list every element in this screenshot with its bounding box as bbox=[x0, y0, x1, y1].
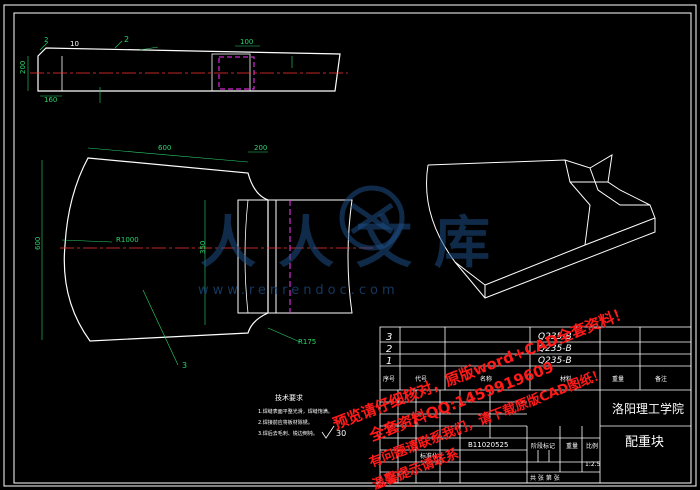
tech-req-title: 技术要求 bbox=[275, 393, 303, 402]
parts-row-2-material: Q235-B bbox=[538, 344, 572, 354]
scale-value: 1:2.5 bbox=[585, 461, 601, 468]
standardization-label: 标准化 bbox=[420, 452, 438, 460]
top-dim-100: 100 bbox=[240, 38, 253, 46]
parts-row-3-no: 1 bbox=[386, 356, 392, 367]
stage-mark-label: 阶段标记 bbox=[531, 442, 555, 450]
roughness-symbol-icon bbox=[321, 425, 335, 439]
parts-header-code: 代号 bbox=[415, 375, 427, 383]
parts-header-material: 材料 bbox=[560, 375, 572, 383]
callout-part-2: 2 bbox=[124, 35, 129, 44]
tech-req-item-2: 2.焊接前应将板材除锈。 bbox=[258, 419, 313, 426]
top-dim-width: 200 bbox=[19, 61, 27, 74]
technical-requirements: 技术要求 1.焊缝表面平整光滑，焊缝饱满。 2.焊接前应将板材除锈。 3.焊后去… bbox=[258, 393, 346, 439]
parts-header-remark: 备注 bbox=[655, 375, 667, 383]
parts-row-1-no: 3 bbox=[386, 332, 392, 343]
top-view bbox=[27, 40, 348, 103]
part-name: 配重块 bbox=[625, 434, 664, 450]
isometric-view bbox=[426, 154, 656, 299]
institution-name: 洛阳理工学院 bbox=[612, 401, 684, 416]
front-view bbox=[41, 147, 375, 366]
front-dim-radius: R1000 bbox=[116, 236, 139, 244]
weight-label: 重量 bbox=[566, 442, 578, 450]
scale-label: 比例 bbox=[586, 442, 598, 450]
outer-frame bbox=[3, 4, 697, 487]
parts-row-3-material: Q235-B bbox=[538, 356, 572, 366]
parts-header-name: 名称 bbox=[480, 375, 492, 383]
callout-part-3: 3 bbox=[182, 361, 187, 370]
sheets-label: 共 张 第 张 bbox=[530, 474, 560, 482]
front-dim-top-width: 600 bbox=[158, 144, 171, 152]
front-dim-inner-height: 350 bbox=[199, 241, 207, 254]
parts-row-2-no: 2 bbox=[386, 344, 392, 355]
watermark-logo-icon bbox=[339, 185, 405, 251]
drawing-number: B11020525 bbox=[468, 441, 508, 449]
parts-header-weight: 重量 bbox=[612, 375, 624, 383]
roughness-value: 30 bbox=[336, 429, 346, 438]
tech-req-item-3: 3.焊后去毛刺、锐边倒钝。 bbox=[258, 430, 318, 437]
front-dim-corner-radius: R175 bbox=[298, 338, 316, 346]
watermark-site: www.renrendoc.com bbox=[198, 283, 399, 298]
watermark-brand: 人人文库 bbox=[200, 211, 512, 276]
parts-row-1-material: Q235-B bbox=[538, 332, 572, 342]
inner-frame bbox=[13, 12, 692, 484]
front-dim-height: 600 bbox=[34, 237, 42, 250]
parts-header-no: 序号 bbox=[383, 375, 395, 383]
top-chamfer-label: 2 bbox=[44, 36, 48, 44]
top-dim-160: 160 bbox=[44, 96, 57, 104]
front-dim-200: 200 bbox=[254, 144, 267, 152]
top-dim-10: 10 bbox=[70, 40, 79, 48]
tech-req-item-1: 1.焊缝表面平整光滑，焊缝饱满。 bbox=[258, 408, 333, 415]
title-block-grid bbox=[379, 326, 692, 484]
